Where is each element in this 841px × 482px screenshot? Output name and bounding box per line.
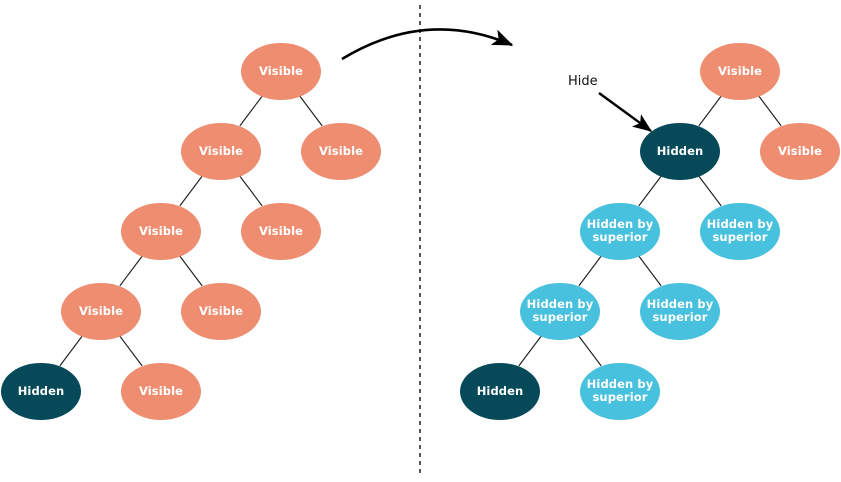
tree-node-label: Visible — [258, 223, 304, 238]
tree-node-label: Hidden — [656, 143, 704, 158]
tree-node-hidden-by-superior[interactable]: Hidden by superior — [580, 202, 660, 260]
tree-node-visible[interactable]: Visible — [301, 122, 381, 180]
tree-node-label: Hidden by superior — [526, 297, 594, 324]
tree-node-label: Hidden by superior — [706, 217, 774, 244]
tree-node-visible[interactable]: Visible — [241, 42, 321, 100]
tree-node-visible[interactable]: Visible — [121, 362, 201, 420]
tree-node-label: Hidden by superior — [586, 217, 654, 244]
tree-node-label: Hidden — [476, 383, 524, 398]
tree-node-label: Hidden — [17, 383, 65, 398]
tree-node-label: Visible — [777, 143, 823, 158]
tree-node-visible[interactable]: Visible — [181, 122, 261, 180]
tree-node-hidden[interactable]: Hidden — [640, 122, 720, 180]
tree-node-label: Visible — [318, 143, 364, 158]
tree-node-label: Hidden by superior — [586, 377, 654, 404]
tree-node-visible[interactable]: Visible — [61, 282, 141, 340]
tree-node-hidden-by-superior[interactable]: Hidden by superior — [580, 362, 660, 420]
tree-node-visible[interactable]: Visible — [241, 202, 321, 260]
tree-node-label: Visible — [138, 383, 184, 398]
tree-node-hidden-by-superior[interactable]: Hidden by superior — [640, 282, 720, 340]
tree-node-label: Visible — [138, 223, 184, 238]
tree-node-visible[interactable]: Visible — [700, 42, 780, 100]
tree-node-hidden[interactable]: Hidden — [1, 362, 81, 420]
tree-node-label: Visible — [717, 63, 763, 78]
tree-node-label: Visible — [78, 303, 124, 318]
tree-node-label: Hidden by superior — [646, 297, 714, 324]
tree-node-hidden-by-superior[interactable]: Hidden by superior — [520, 282, 600, 340]
tree-node-label: Visible — [198, 303, 244, 318]
hide-annotation-label: Hide — [568, 74, 598, 89]
tree-node-visible[interactable]: Visible — [121, 202, 201, 260]
tree-node-label: Visible — [198, 143, 244, 158]
tree-node-hidden[interactable]: Hidden — [460, 362, 540, 420]
tree-node-label: Visible — [258, 63, 304, 78]
tree-node-visible[interactable]: Visible — [760, 122, 840, 180]
tree-node-hidden-by-superior[interactable]: Hidden by superior — [700, 202, 780, 260]
tree-node-visible[interactable]: Visible — [181, 282, 261, 340]
